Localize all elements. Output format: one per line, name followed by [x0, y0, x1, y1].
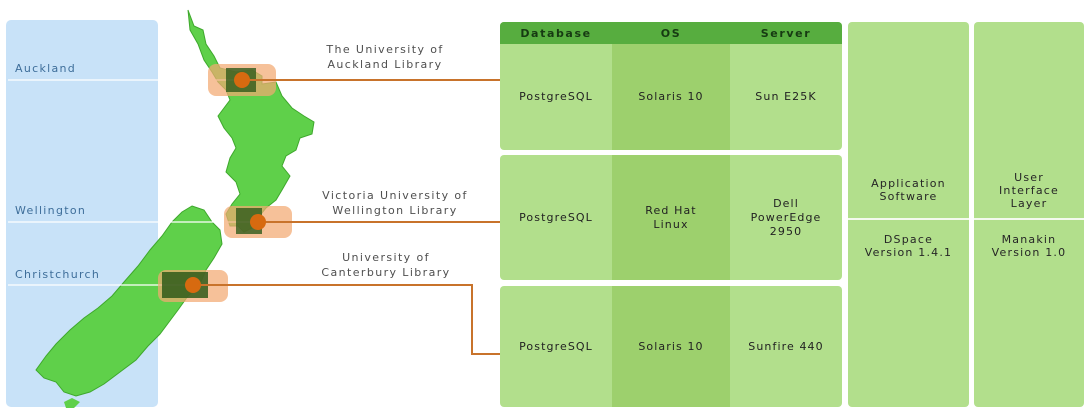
- row1-database: PostgreSQL: [519, 90, 593, 103]
- server-row-auckland: Database OS Server PostgreSQL Solaris 10…: [500, 22, 842, 150]
- library-label-wellington: Victoria University of Wellington Librar…: [322, 189, 468, 217]
- header-os: OS: [660, 26, 682, 40]
- row3-server: Sunfire 440: [748, 339, 824, 353]
- header-server: Server: [760, 26, 812, 40]
- server-row-canterbury: PostgreSQL Solaris 10 Sunfire 440: [500, 286, 842, 407]
- stewart-island-shape: [64, 398, 80, 408]
- city-label-wellington: Wellington: [15, 204, 87, 217]
- row2-os: Red Hat Linux: [612, 155, 730, 280]
- auckland-marker: [234, 72, 250, 88]
- south-island-shape: [35, 205, 223, 397]
- user-interface-layer-value: Manakin Version 1.0: [991, 233, 1067, 259]
- christchurch-marker: [185, 277, 201, 293]
- header-database: Database: [520, 26, 592, 40]
- library-label-auckland: The University of Auckland Library: [326, 43, 444, 71]
- christchurch-connector: [193, 284, 500, 355]
- application-software-title: Application Software: [871, 177, 946, 203]
- application-divider: [848, 218, 969, 220]
- library-label-canterbury: University of Canterbury Library: [321, 251, 451, 279]
- city-label-christchurch: Christchurch: [15, 268, 101, 281]
- user-interface-layer-column: [974, 22, 1084, 407]
- row1-os: Solaris 10: [612, 44, 730, 150]
- wellington-marker: [250, 214, 266, 230]
- row1-server: Sun E25K: [755, 90, 817, 103]
- server-row-wellington: PostgreSQL Red Hat Linux Dell PowerEdge …: [500, 155, 842, 280]
- row2-server: Dell PowerEdge 2950: [750, 196, 822, 238]
- ui-layer-divider: [974, 218, 1084, 220]
- user-interface-layer-title: User Interface Layer: [998, 170, 1060, 210]
- table-header: Database OS Server: [500, 22, 842, 44]
- row3-database: PostgreSQL: [519, 339, 593, 353]
- application-software-value: DSpace Version 1.4.1: [864, 233, 953, 259]
- row3-os: Solaris 10: [612, 286, 730, 407]
- application-software-column: [848, 22, 969, 407]
- city-label-auckland: Auckland: [15, 62, 77, 75]
- row2-database: PostgreSQL: [519, 210, 593, 224]
